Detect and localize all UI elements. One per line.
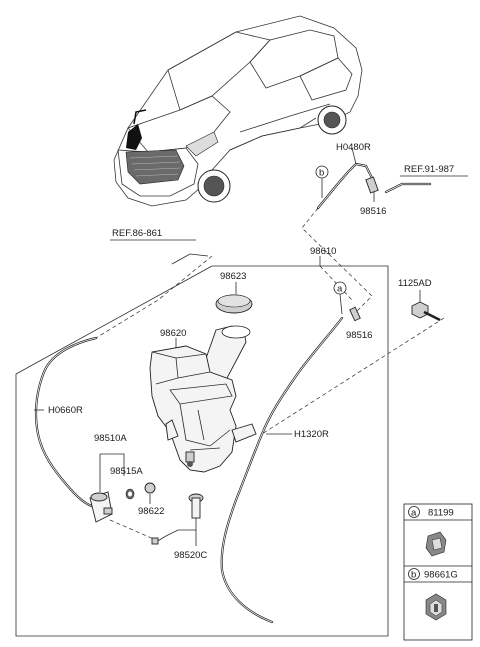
connector-98516-top	[365, 176, 379, 202]
reservoir-98620	[149, 325, 257, 473]
label-98510a: 98510A	[94, 433, 127, 444]
legend-part-a: 81199	[428, 508, 454, 519]
hose-h1320r	[220, 316, 344, 624]
callout-b-top: b	[315, 165, 329, 198]
label-98520c: 98520C	[174, 550, 207, 561]
connector-98516-mid	[349, 306, 361, 322]
label-98623: 98623	[220, 271, 246, 282]
label-h1320r: H1320R	[294, 429, 329, 440]
clip-81199-icon	[425, 531, 447, 557]
legend-letter-b: b	[411, 570, 416, 581]
clip-98661g-icon	[425, 593, 447, 621]
label-98516-top: 98516	[360, 206, 386, 217]
ref-91-987-leader	[384, 175, 468, 194]
legend-part-b: 98661G	[424, 570, 458, 581]
label-h0660r: H0660R	[48, 405, 83, 416]
cap-98623	[215, 282, 253, 314]
callout-a-mid: a	[333, 281, 347, 315]
grommet-98622	[144, 482, 156, 504]
label-98622: 98622	[138, 506, 164, 517]
label-h0480r: H0480R	[336, 142, 371, 153]
dashed-leaders	[95, 207, 445, 541]
label-98610: 98610	[310, 246, 336, 257]
label-98515a: 98515A	[110, 466, 143, 477]
legend-table: a 81199 b 98661G	[403, 503, 473, 641]
legend-letter-a: a	[411, 508, 417, 519]
svg-text:a: a	[337, 284, 343, 295]
ref-86-861-leader	[110, 239, 209, 265]
hose-h0480r	[316, 147, 374, 210]
label-98516-mid: 98516	[346, 330, 372, 341]
svg-text:b: b	[319, 168, 324, 179]
pump-98510a	[89, 491, 113, 523]
label-ref-91-987: REF.91-987	[404, 164, 454, 175]
assembly-frame-98610	[15, 256, 389, 637]
label-98620: 98620	[160, 328, 186, 339]
seal-98515a	[125, 488, 135, 500]
bolt-1125ad	[411, 290, 441, 322]
bracket-98510a	[99, 453, 125, 492]
sensor-98520c	[151, 493, 204, 546]
label-1125ad: 1125AD	[398, 278, 432, 289]
hose-h0660r	[34, 336, 100, 510]
vehicle-illustration	[113, 15, 363, 207]
label-ref-86-861: REF.86-861	[112, 228, 162, 239]
